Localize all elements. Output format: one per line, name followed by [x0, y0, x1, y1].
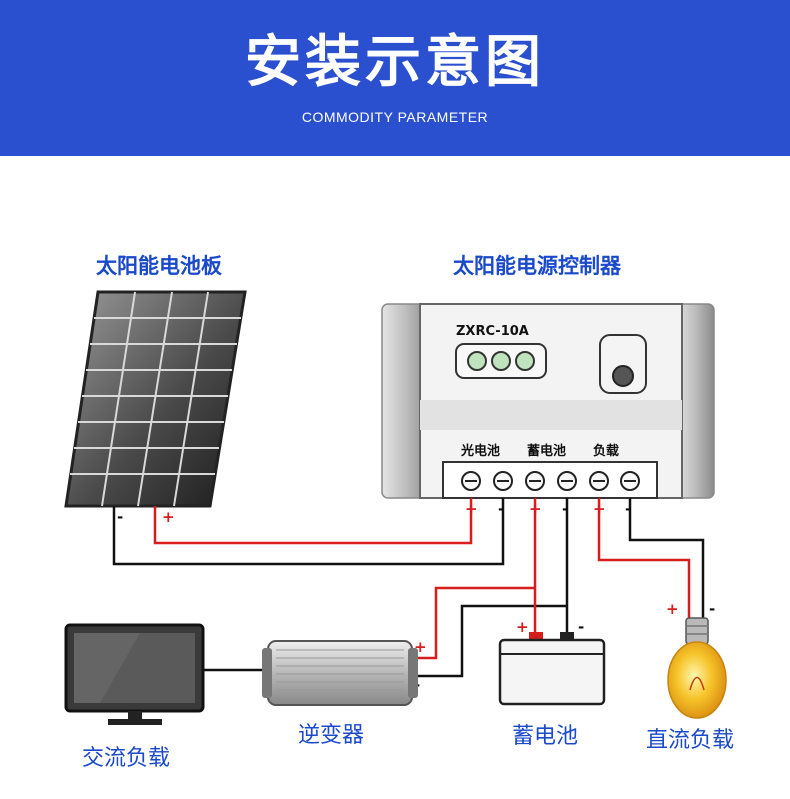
- svg-text:+: +: [465, 500, 478, 518]
- svg-text:+: +: [666, 600, 679, 618]
- terminal-screws: [461, 471, 640, 491]
- negative-wires: [112, 498, 705, 678]
- inverter-icon: [262, 640, 418, 706]
- svg-text:+: +: [162, 508, 175, 526]
- svg-text:+: +: [593, 500, 606, 518]
- light-bulb-icon: [667, 617, 727, 719]
- svg-text:-: -: [578, 618, 584, 636]
- svg-text:-: -: [498, 500, 504, 518]
- ac-load-label: 交流负载: [82, 746, 171, 771]
- inverter-label: 逆变器: [298, 723, 365, 748]
- battery-label: 蓄电池: [512, 724, 579, 749]
- solar-panel-icon: [64, 290, 247, 508]
- page-subtitle: COMMODITY PARAMETER: [301, 109, 489, 125]
- battery-icon: [498, 632, 606, 706]
- svg-text:-: -: [709, 600, 715, 618]
- controller-model: ZXRC-10A: [456, 324, 529, 339]
- svg-text:-: -: [625, 500, 631, 518]
- controller-icon: [381, 303, 715, 499]
- positive-wires: [153, 498, 691, 660]
- header-banner: 安装示意图 COMMODITY PARAMETER: [0, 0, 790, 156]
- svg-text:-: -: [562, 500, 568, 518]
- solar-panel-label: 太阳能电池板: [96, 254, 222, 278]
- terminal-group-pv: 光电池: [460, 443, 500, 459]
- terminal-group-load: 负载: [593, 443, 619, 459]
- page-title: 安装示意图: [245, 30, 545, 95]
- controller-label: 太阳能电源控制器: [453, 254, 621, 278]
- svg-text:+: +: [516, 618, 529, 636]
- monitor-icon: [64, 623, 205, 725]
- svg-text:-: -: [117, 508, 123, 526]
- terminal-group-battery: 蓄电池: [527, 443, 566, 459]
- svg-text:+: +: [529, 500, 542, 518]
- dc-load-label: 直流负载: [646, 728, 735, 753]
